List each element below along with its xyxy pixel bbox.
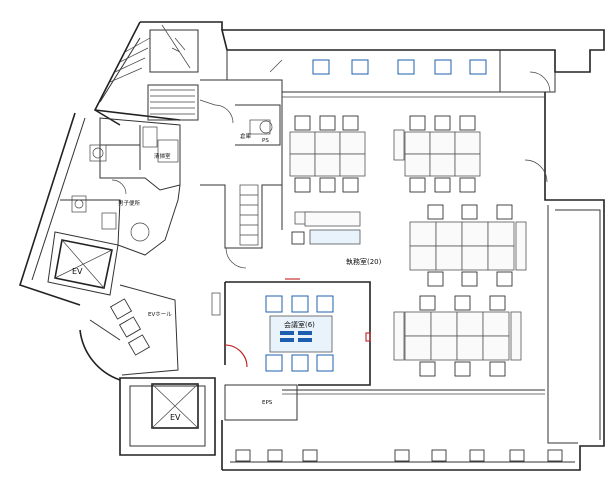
- mens-toilet-label: 男子便所: [118, 199, 141, 207]
- staircase-top: [109, 24, 199, 121]
- storage-label: 倉庫: [240, 132, 252, 140]
- cleaning-room-label: 清掃室: [154, 152, 171, 160]
- desk-island-b: [393, 115, 481, 193]
- office-perimeter: [281, 91, 548, 395]
- eps-label: EPS: [262, 400, 273, 406]
- ev-bottom-label: EV: [170, 413, 181, 422]
- elevator-top: [47, 231, 119, 296]
- office-label: 執務室(20): [346, 257, 382, 266]
- top-window-chairs: [312, 59, 487, 75]
- center-shelves: [291, 211, 361, 245]
- mens-toilet-area: [60, 117, 181, 256]
- center-core: [199, 79, 283, 269]
- elevator-bottom: [151, 383, 199, 429]
- meeting-room-label: 会議室(6): [284, 320, 315, 329]
- desk-island-c: [409, 204, 527, 287]
- top-right-door: [529, 71, 551, 93]
- desk-island-a: [289, 115, 366, 193]
- bottom-window-chairs: [235, 449, 563, 462]
- ev-top-label: EV: [72, 267, 83, 276]
- meeting-room: [211, 278, 371, 386]
- ev-hall: [79, 284, 179, 381]
- top-door: [269, 59, 283, 73]
- ev-hall-label: EVホール: [148, 311, 172, 318]
- desk-island-d: [393, 295, 522, 377]
- outer-walls: [18, 21, 605, 471]
- eps-box: [224, 384, 298, 421]
- ps-label: PS: [262, 138, 269, 144]
